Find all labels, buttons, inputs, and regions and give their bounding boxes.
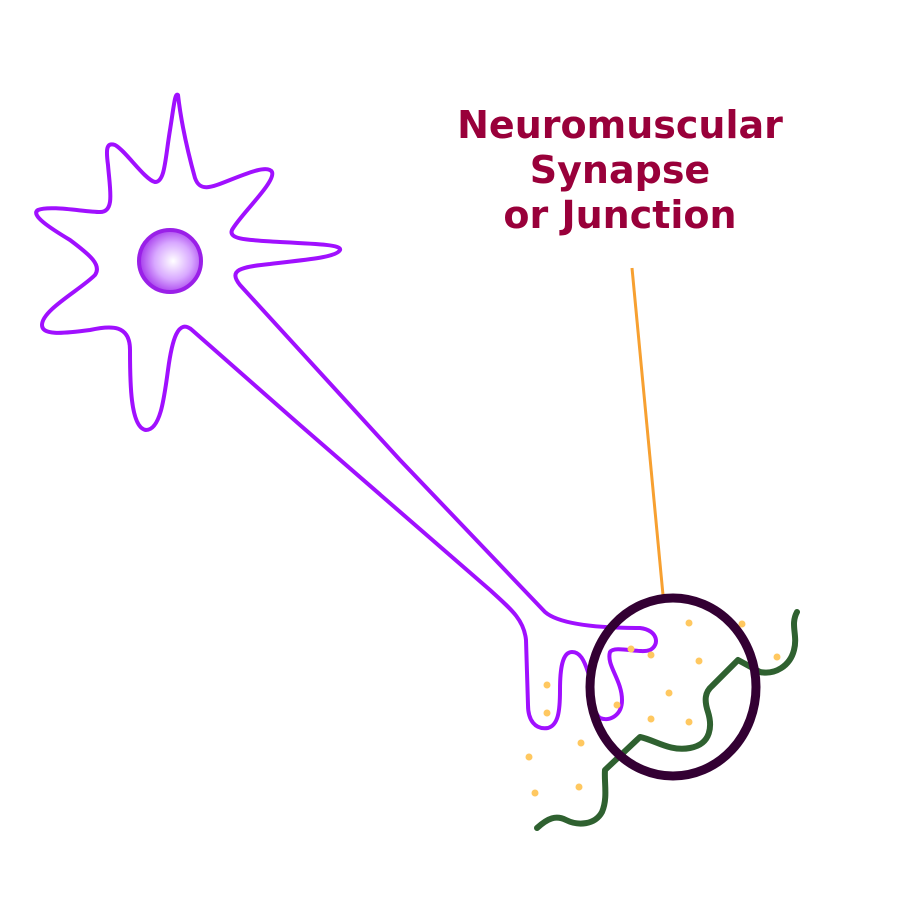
vesicle-dot — [531, 789, 539, 797]
label-line-2: Synapse — [530, 148, 710, 192]
synaptic-vesicles — [525, 619, 781, 797]
label-line-3: or Junction — [503, 193, 736, 237]
vesicle-dot — [627, 645, 635, 653]
vesicle-dot — [685, 718, 693, 726]
vesicle-dot — [525, 753, 533, 761]
vesicle-dot — [685, 619, 693, 627]
label-line-1: Neuromuscular — [457, 103, 783, 147]
vesicle-dot — [695, 657, 703, 665]
muscle-fiber — [534, 609, 800, 831]
vesicle-dot — [613, 701, 621, 709]
vesicle-dot — [577, 739, 585, 747]
label-pointer-line — [630, 267, 665, 596]
vesicle-dot — [647, 651, 655, 659]
junction-highlight-circle — [585, 593, 761, 781]
vesicle-dot — [543, 681, 551, 689]
vesicle-dot — [738, 620, 746, 628]
nucleus — [137, 228, 203, 294]
vesicle-dot — [773, 653, 781, 661]
neuron-outline — [34, 92, 658, 731]
vesicle-dot — [543, 709, 551, 717]
vesicle-dot — [575, 783, 583, 791]
vesicle-dot — [647, 715, 655, 723]
vesicle-dot — [665, 689, 673, 697]
